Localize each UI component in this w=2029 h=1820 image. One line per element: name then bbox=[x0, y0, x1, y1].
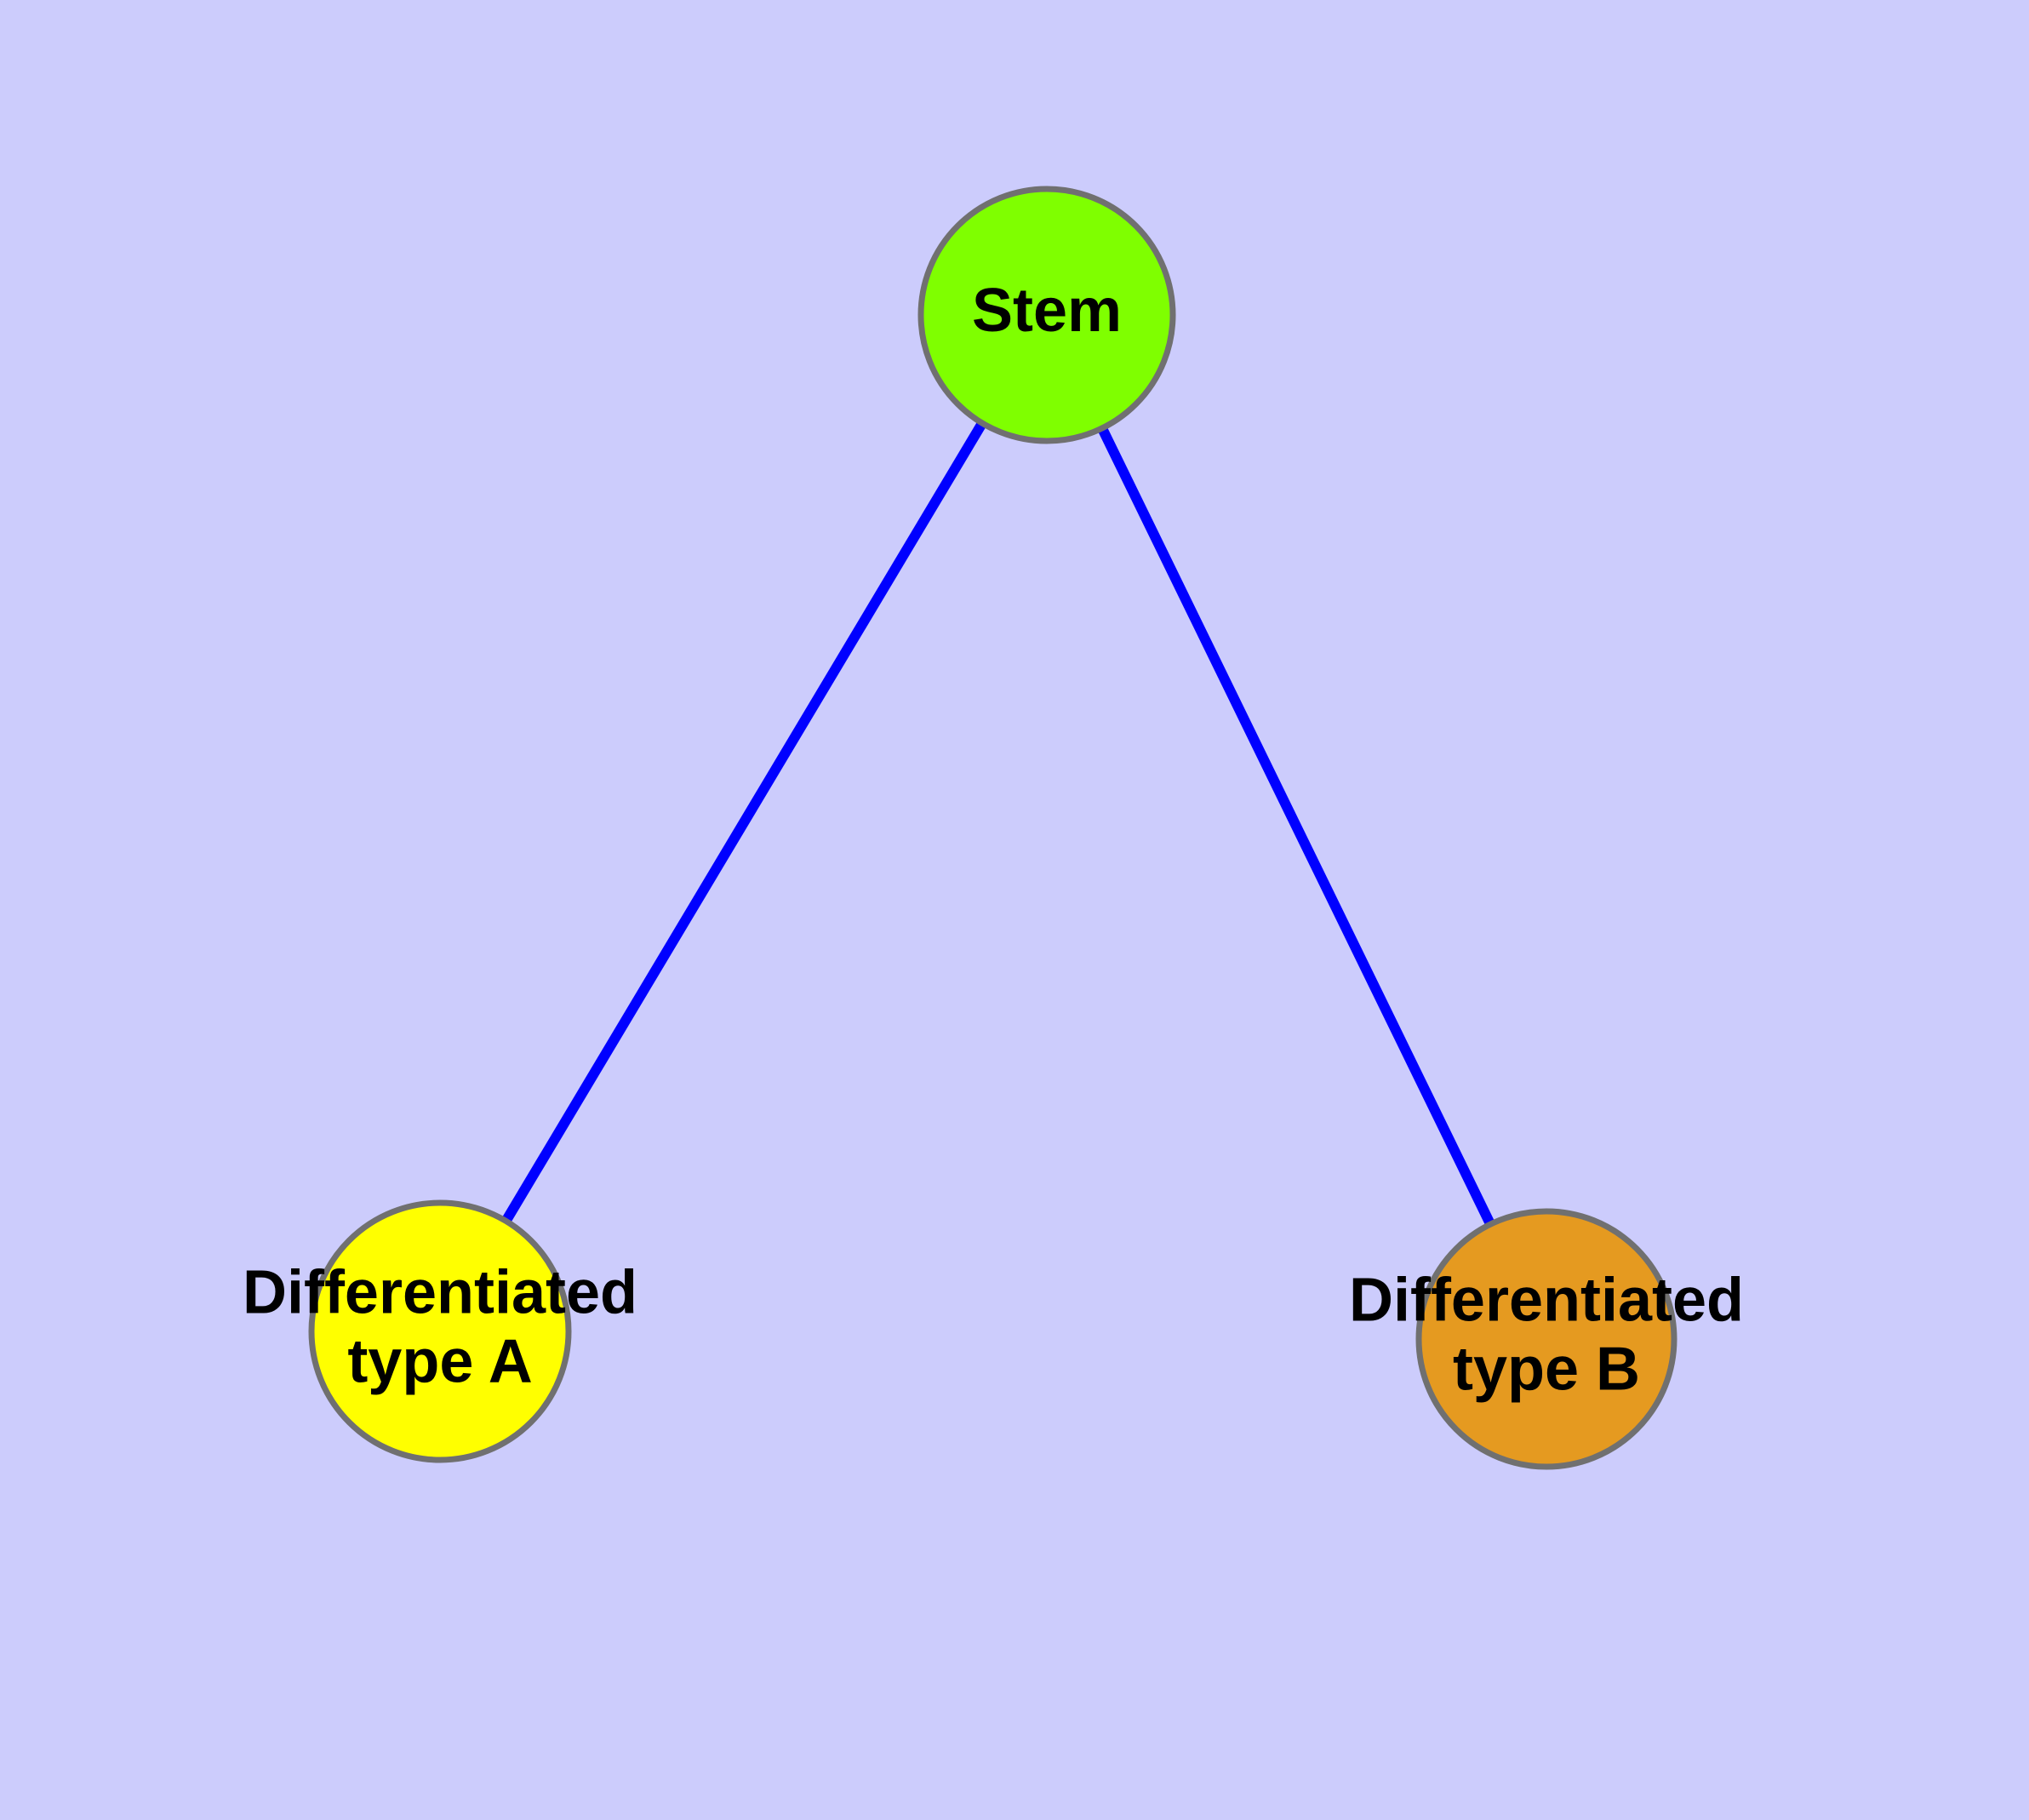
node-label-line: Stem bbox=[972, 277, 1122, 345]
node-label-line: Differentiated bbox=[1349, 1267, 1744, 1335]
edge-stem-to-diff_a bbox=[502, 421, 986, 1223]
node-label-line: Differentiated bbox=[243, 1259, 637, 1327]
edge-stem-to-diff_b bbox=[1098, 426, 1495, 1226]
node-label-stem: Stem bbox=[972, 277, 1122, 345]
node-layer bbox=[308, 186, 1677, 1470]
node-diff_a[interactable] bbox=[308, 1199, 572, 1463]
node-label-line: type A bbox=[347, 1327, 532, 1395]
node-diff_b[interactable] bbox=[1415, 1208, 1677, 1470]
node-label-line: type B bbox=[1453, 1335, 1640, 1403]
node-stem[interactable] bbox=[917, 186, 1176, 444]
edge-layer bbox=[502, 421, 1495, 1226]
